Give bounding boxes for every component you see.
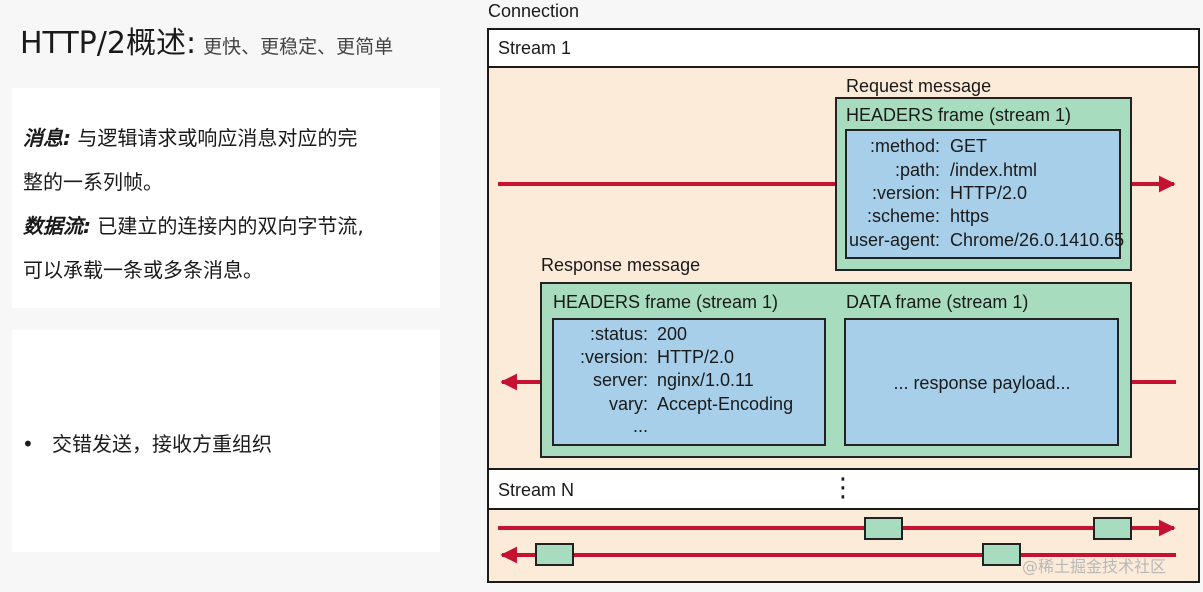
response-key: server: bbox=[593, 370, 648, 390]
bullet-card: • 交错发送，接收方重组织 bbox=[12, 330, 440, 552]
response-data-frame-title: DATA frame (stream 1) bbox=[846, 292, 1028, 312]
message-definition: 消息: 与逻辑请求或响应消息对应的完 bbox=[23, 116, 440, 160]
response-key: :version: bbox=[580, 347, 648, 367]
response-data-block bbox=[844, 318, 1119, 446]
response-message-label: Response message bbox=[541, 255, 700, 275]
stream1-header bbox=[487, 28, 1200, 68]
response-value: Accept-Encoding bbox=[657, 394, 793, 414]
request-value: /index.html bbox=[950, 160, 1037, 180]
stream-def-line1: 已建立的连接内的双向字节流, bbox=[97, 214, 364, 238]
response-headers-block bbox=[552, 318, 826, 446]
response-key: :status: bbox=[590, 324, 648, 344]
inbound-frame bbox=[982, 543, 1021, 566]
stream-term: 数据流: bbox=[23, 214, 91, 238]
stream1-label: Stream 1 bbox=[498, 38, 571, 58]
message-def-line2: 整的一系列帧。 bbox=[23, 170, 163, 194]
stream-definition: 数据流: 已建立的连接内的双向字节流, bbox=[23, 204, 440, 248]
streamN-body bbox=[489, 510, 1198, 581]
response-payload: ... response payload... bbox=[893, 373, 1070, 393]
request-headers-block bbox=[845, 129, 1121, 259]
request-value: HTTP/2.0 bbox=[950, 183, 1027, 203]
request-value: https bbox=[950, 206, 989, 226]
diagram-svg: Connection Stream 1 Request message HEAD… bbox=[487, 1, 1200, 583]
connection-label: Connection bbox=[488, 1, 579, 21]
message-def-line1: 与逻辑请求或响应消息对应的完 bbox=[77, 126, 358, 150]
response-value: HTTP/2.0 bbox=[657, 347, 734, 367]
request-key: :method: bbox=[870, 136, 940, 156]
request-key: :path: bbox=[895, 160, 940, 180]
request-key: :version: bbox=[872, 183, 940, 203]
message-term: 消息: bbox=[23, 126, 71, 150]
request-message-label: Request message bbox=[846, 76, 991, 96]
response-value: nginx/1.0.11 bbox=[657, 370, 754, 390]
http2-connection-diagram: Connection Stream 1 Request message HEAD… bbox=[478, 0, 1203, 592]
streamN-header bbox=[487, 468, 1200, 510]
response-value: 200 bbox=[657, 324, 687, 344]
bullet-dot: • bbox=[22, 432, 34, 456]
watermark: @稀土掘金技术社区 bbox=[1022, 557, 1167, 576]
inbound-frame bbox=[535, 543, 574, 566]
request-value: GET bbox=[950, 136, 987, 156]
request-value: Chrome/26.0.1410.65 bbox=[950, 230, 1124, 250]
response-key: vary: bbox=[609, 394, 648, 414]
bullet-item: • 交错发送，接收方重组织 bbox=[22, 428, 272, 457]
streamN-label: Stream N bbox=[498, 480, 574, 500]
request-key: :scheme: bbox=[867, 206, 940, 226]
title-subtitle: 更快、更稳定、更简单 bbox=[203, 36, 394, 58]
outbound-frame bbox=[1093, 517, 1132, 540]
vertical-ellipsis: ⋮ bbox=[830, 472, 856, 502]
definition-card: 消息: 与逻辑请求或响应消息对应的完 整的一系列帧。 数据流: 已建立的连接内的… bbox=[12, 88, 440, 308]
response-headers-frame-title: HEADERS frame (stream 1) bbox=[553, 292, 778, 312]
request-key: user-agent: bbox=[849, 230, 940, 250]
bullet-text: 交错发送，接收方重组织 bbox=[52, 432, 272, 456]
stream-def-line2: 可以承载一条或多条消息。 bbox=[23, 258, 263, 282]
page-title: HTTP/2概述: 更快、更稳定、更简单 bbox=[20, 18, 393, 62]
response-more: ... bbox=[633, 416, 648, 436]
request-frame-title: HEADERS frame (stream 1) bbox=[846, 105, 1071, 125]
outbound-frame bbox=[864, 517, 903, 540]
title-main: HTTP/2概述: bbox=[20, 26, 197, 61]
